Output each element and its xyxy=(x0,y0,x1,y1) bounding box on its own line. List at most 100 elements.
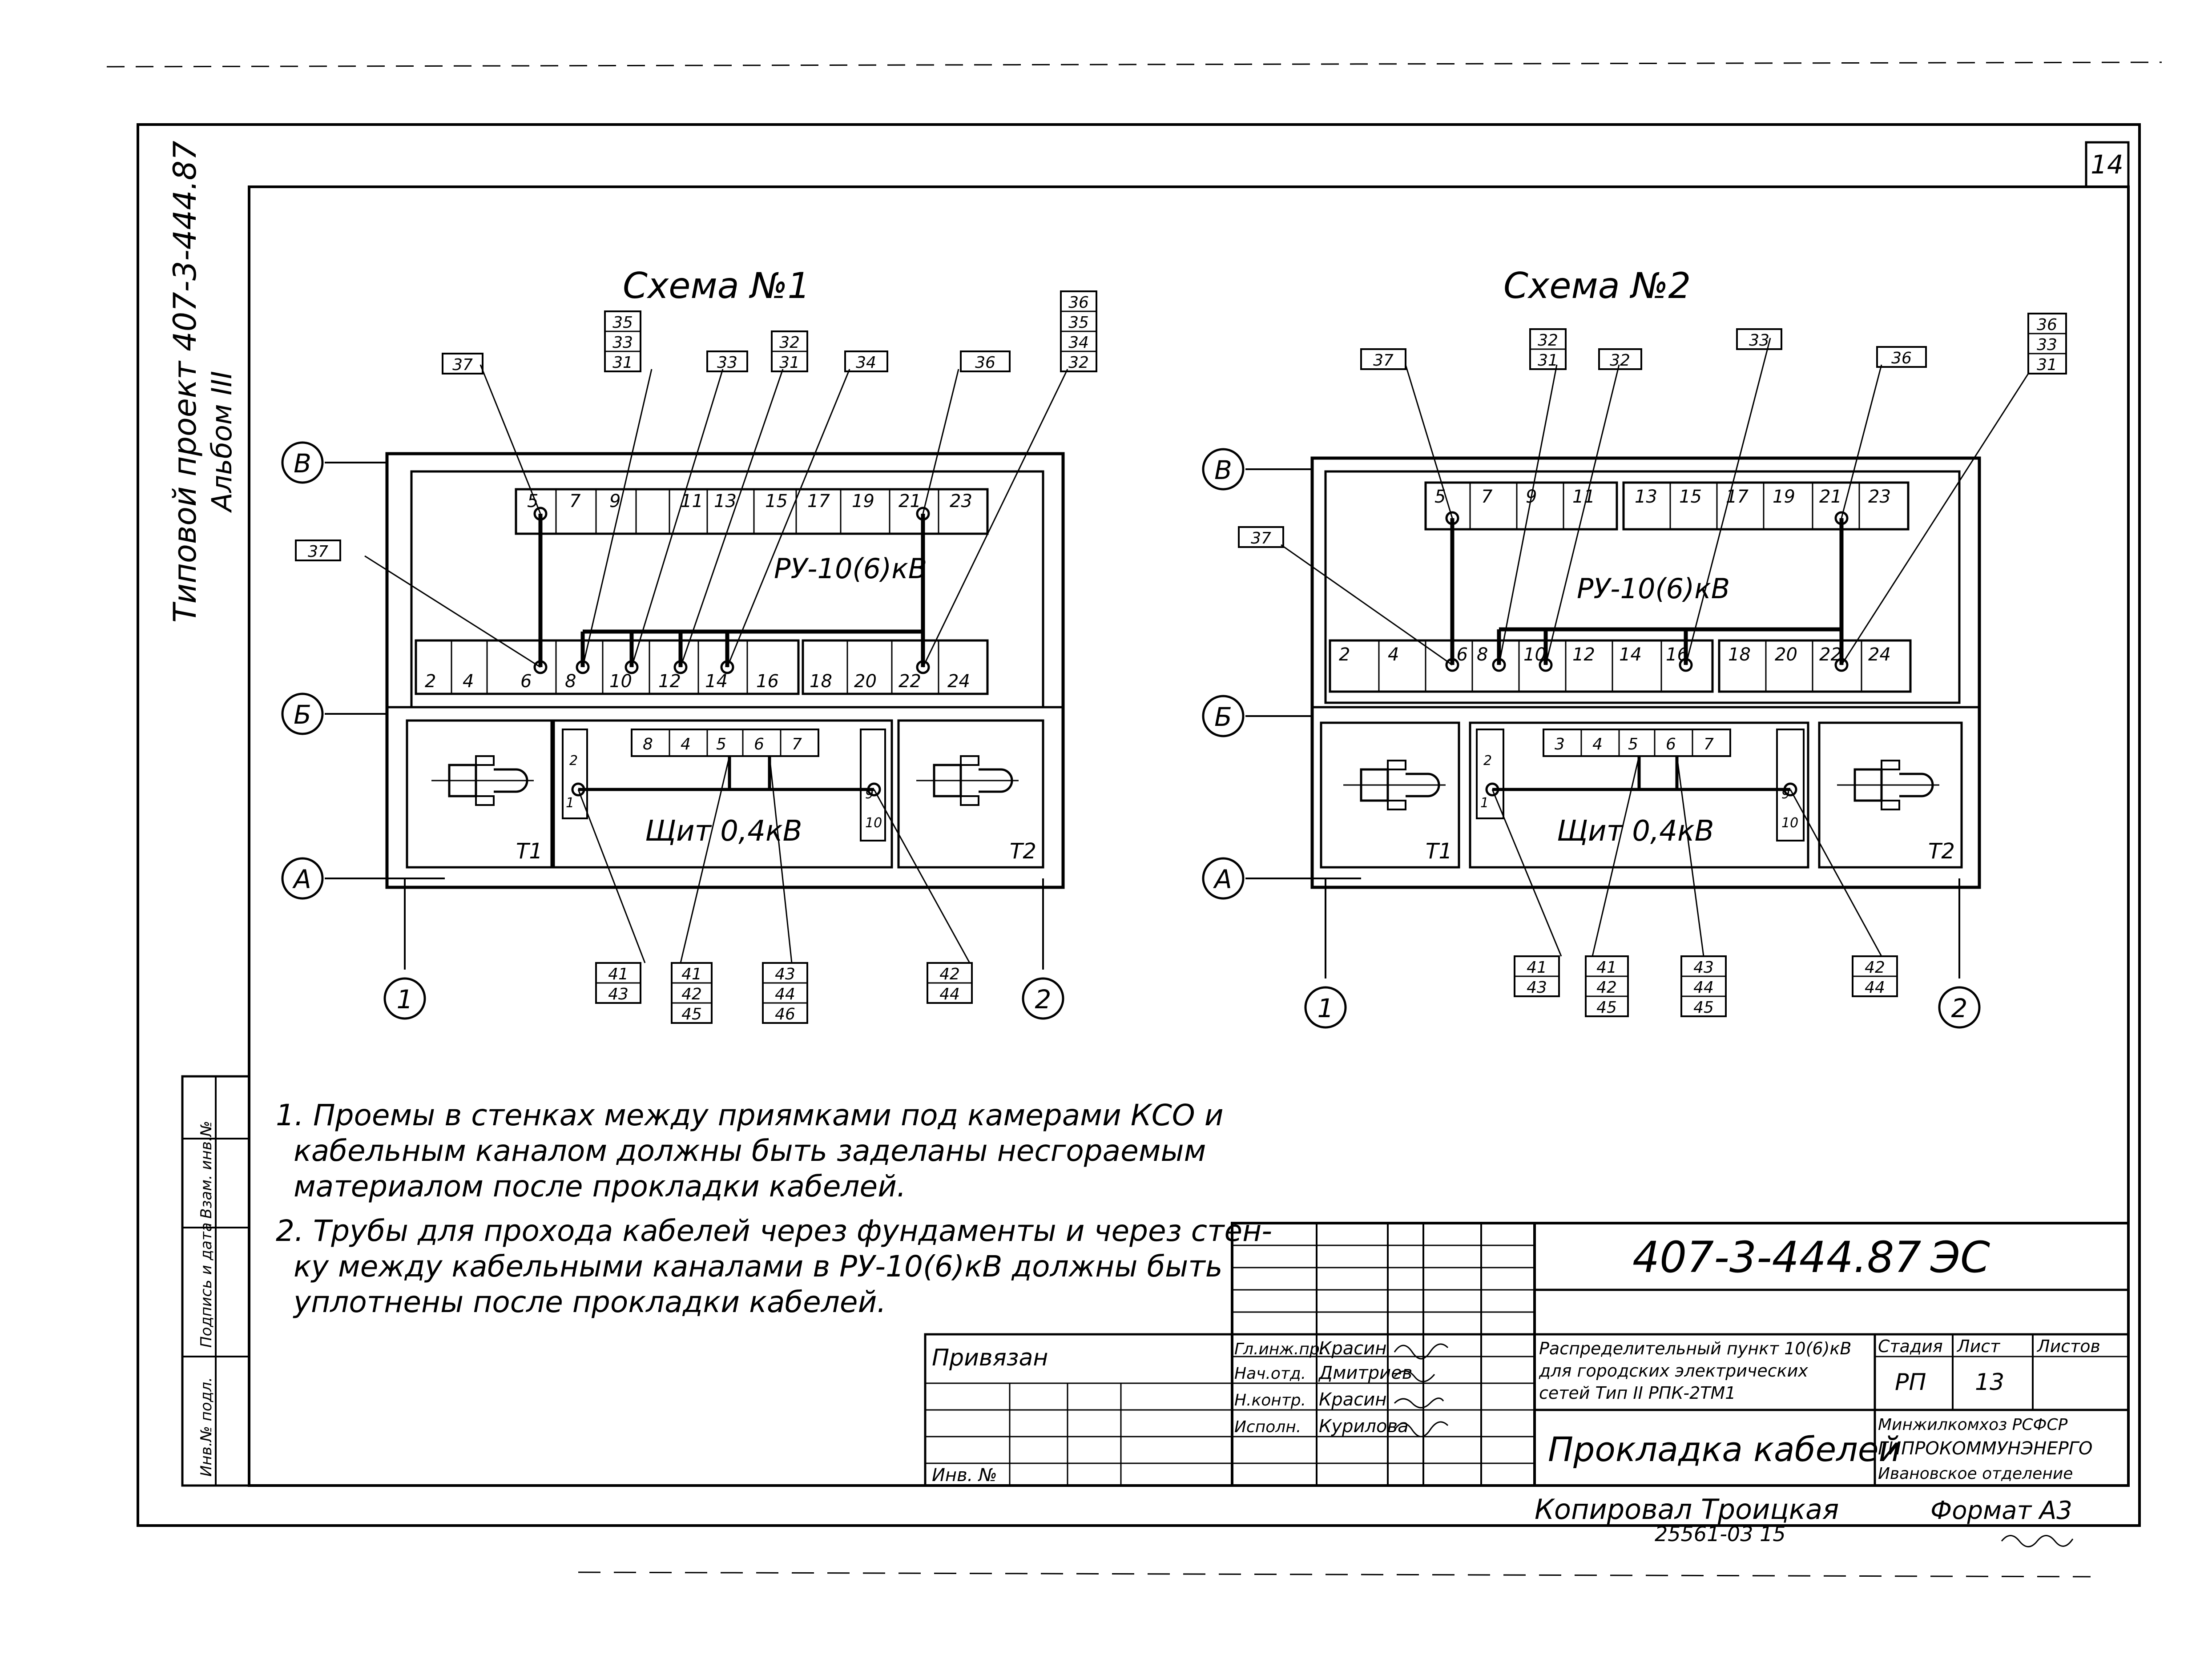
signature-3 xyxy=(1394,1397,1444,1409)
s2-cell: 4 xyxy=(1388,644,1399,665)
s1-cables xyxy=(364,364,1068,674)
s1-btag: 43 xyxy=(608,985,629,1003)
s2-left-tag: 37 xyxy=(1251,529,1271,548)
s1-ru-hall xyxy=(410,470,1044,709)
s2-bottom-tags: 41 43 41 42 45 43 44 45 42 44 xyxy=(1491,756,1898,1017)
s1-tag: 32 xyxy=(1068,354,1089,372)
s2-btag: 44 xyxy=(1693,978,1714,997)
sheet-number: 14 xyxy=(2091,149,2123,180)
s1-btag: 43 xyxy=(775,965,795,983)
role: Исполн. xyxy=(1234,1418,1301,1436)
side-label: Типовой проект 407-3-444.87 Альбом III xyxy=(167,141,238,623)
s2-cell: 21 xyxy=(1819,487,1842,507)
s1-btag: 41 xyxy=(608,965,629,983)
s2-cell: 6 xyxy=(1457,644,1468,665)
s1-cell-10: 10 xyxy=(609,671,632,692)
s2-sh-cell: 4 xyxy=(1592,735,1603,753)
name: Курилова xyxy=(1319,1416,1409,1437)
notes: 1. Проемы в стенках между приямками под … xyxy=(276,1098,1272,1319)
s1-cell-22: 22 xyxy=(898,671,921,692)
s2-sh-cell: 6 xyxy=(1666,735,1676,753)
note-line-1: 1. Проемы в стенках между приямками под … xyxy=(276,1098,1224,1132)
s1-axis-v: В xyxy=(294,448,311,479)
s2-tag: 32 xyxy=(1538,331,1558,350)
s1-btag: 44 xyxy=(939,985,960,1003)
s2-cell: 18 xyxy=(1728,644,1751,665)
s1-lp-cell: 2 xyxy=(569,753,578,769)
s2-axis-1: 1 xyxy=(1318,993,1334,1023)
s2-shield-label: Щит 0,4кВ xyxy=(1557,815,1714,848)
scheme-1-title: Схема №1 xyxy=(623,265,810,306)
bottom-dash xyxy=(578,1571,2091,1578)
s1-t1-label: Т1 xyxy=(516,839,543,864)
s1-tag: 31 xyxy=(612,354,633,372)
s2-cables xyxy=(1281,338,2029,672)
s1-cell-24: 24 xyxy=(947,671,970,692)
s2-btag: 45 xyxy=(1693,999,1714,1017)
description-3: сетей Тип II РПК-2ТМ1 xyxy=(1539,1383,1736,1403)
s2-cell: 24 xyxy=(1868,644,1891,665)
s2-t2-room xyxy=(1818,721,1963,869)
s1-tag: 37 xyxy=(452,356,473,374)
s1-cell-17: 17 xyxy=(807,491,830,511)
s1-tag: 36 xyxy=(1068,294,1089,312)
s1-transformer-t1-icon xyxy=(431,755,534,806)
doc-code: 407-3-444.87 xyxy=(1632,1232,1922,1282)
s2-transformer-t2-icon xyxy=(1837,760,1939,810)
s2-sh-cell: 5 xyxy=(1628,735,1638,753)
s2-building xyxy=(1310,456,1981,889)
s1-cell-19: 19 xyxy=(852,491,874,511)
s2-btag: 41 xyxy=(1596,958,1617,977)
s1-axis-1: 1 xyxy=(397,984,413,1015)
s1-shield-room xyxy=(552,719,893,869)
signature-2 xyxy=(1394,1370,1435,1382)
s1-cell-7: 7 xyxy=(569,491,581,511)
s1-btag: 42 xyxy=(681,985,702,1003)
s1-t2-room xyxy=(897,719,1044,869)
title-block: Привязан Инв. № Гл.инж.пр. Нач.отд. Н.ко… xyxy=(924,1222,2130,1487)
note-line-3: материалом после прокладки кабелей. xyxy=(294,1169,906,1204)
s1-btag: 42 xyxy=(939,965,960,983)
s2-cell: 22 xyxy=(1819,644,1842,665)
s2-cell: 20 xyxy=(1775,644,1797,665)
s1-bottom-row: 2 4 6 8 10 12 14 16 18 20 22 24 xyxy=(425,640,970,694)
sheets-header: Листов xyxy=(2036,1337,2100,1356)
s1-tag: 35 xyxy=(1068,314,1089,332)
s1-cell-18: 18 xyxy=(810,671,832,692)
s1-t2-label: Т2 xyxy=(1010,839,1036,864)
s1-cell-15: 15 xyxy=(765,491,788,511)
s2-bottom-row: 2 4 6 8 10 12 14 16 18 20 22 24 xyxy=(1339,640,1891,692)
footer-signature xyxy=(2001,1535,2074,1547)
s2-cell: 15 xyxy=(1679,487,1702,507)
side-album: Альбом III xyxy=(205,371,238,513)
note-line-4: 2. Трубы для прохода кабелей через фунда… xyxy=(276,1214,1272,1248)
footer-copied: Копировал Троицкая xyxy=(1535,1493,1839,1526)
stamp-column: Инв.№ подл. Подпись и дата Взам. инв.№ xyxy=(181,1075,250,1487)
s1-lp-cell: 1 xyxy=(566,795,574,811)
s1-tag: 34 xyxy=(1068,334,1089,352)
s2-btag: 42 xyxy=(1865,958,1885,977)
s1-cell-8: 8 xyxy=(565,671,576,692)
s1-sh-cell: 5 xyxy=(716,735,726,753)
s2-ru-label: РУ-10(6)кВ xyxy=(1577,572,1730,605)
org-1: Минжилкомхоз РСФСР xyxy=(1878,1416,2068,1434)
s1-rp-cell: 10 xyxy=(865,815,882,831)
s2-btag: 43 xyxy=(1527,978,1547,997)
s2-top-row: 5 7 9 11 13 15 17 19 21 23 xyxy=(1434,483,1891,529)
s1-btag: 45 xyxy=(681,1005,702,1023)
role: Нач.отд. xyxy=(1234,1365,1306,1383)
role: Н.контр. xyxy=(1234,1391,1306,1409)
s1-axis-a: А xyxy=(292,864,311,894)
s2-cell: 13 xyxy=(1635,487,1657,507)
footer-format: Формат А3 xyxy=(1930,1496,2072,1525)
s2-axis-2: 2 xyxy=(1951,993,1968,1023)
note-line-2: кабельным каналом должны быть заделаны н… xyxy=(294,1134,1206,1168)
role: Гл.инж.пр. xyxy=(1234,1340,1325,1358)
org-2: ГИПРОКОММУНЭНЕРГО xyxy=(1878,1438,2092,1459)
stage-value: РП xyxy=(1895,1369,1926,1396)
s2-cell: 23 xyxy=(1868,487,1891,507)
s2-ru-hall xyxy=(1324,470,1961,704)
s2-cell: 7 xyxy=(1481,487,1493,507)
scheme-1: Схема №1 В Б А 1 2 xyxy=(281,265,1097,1024)
